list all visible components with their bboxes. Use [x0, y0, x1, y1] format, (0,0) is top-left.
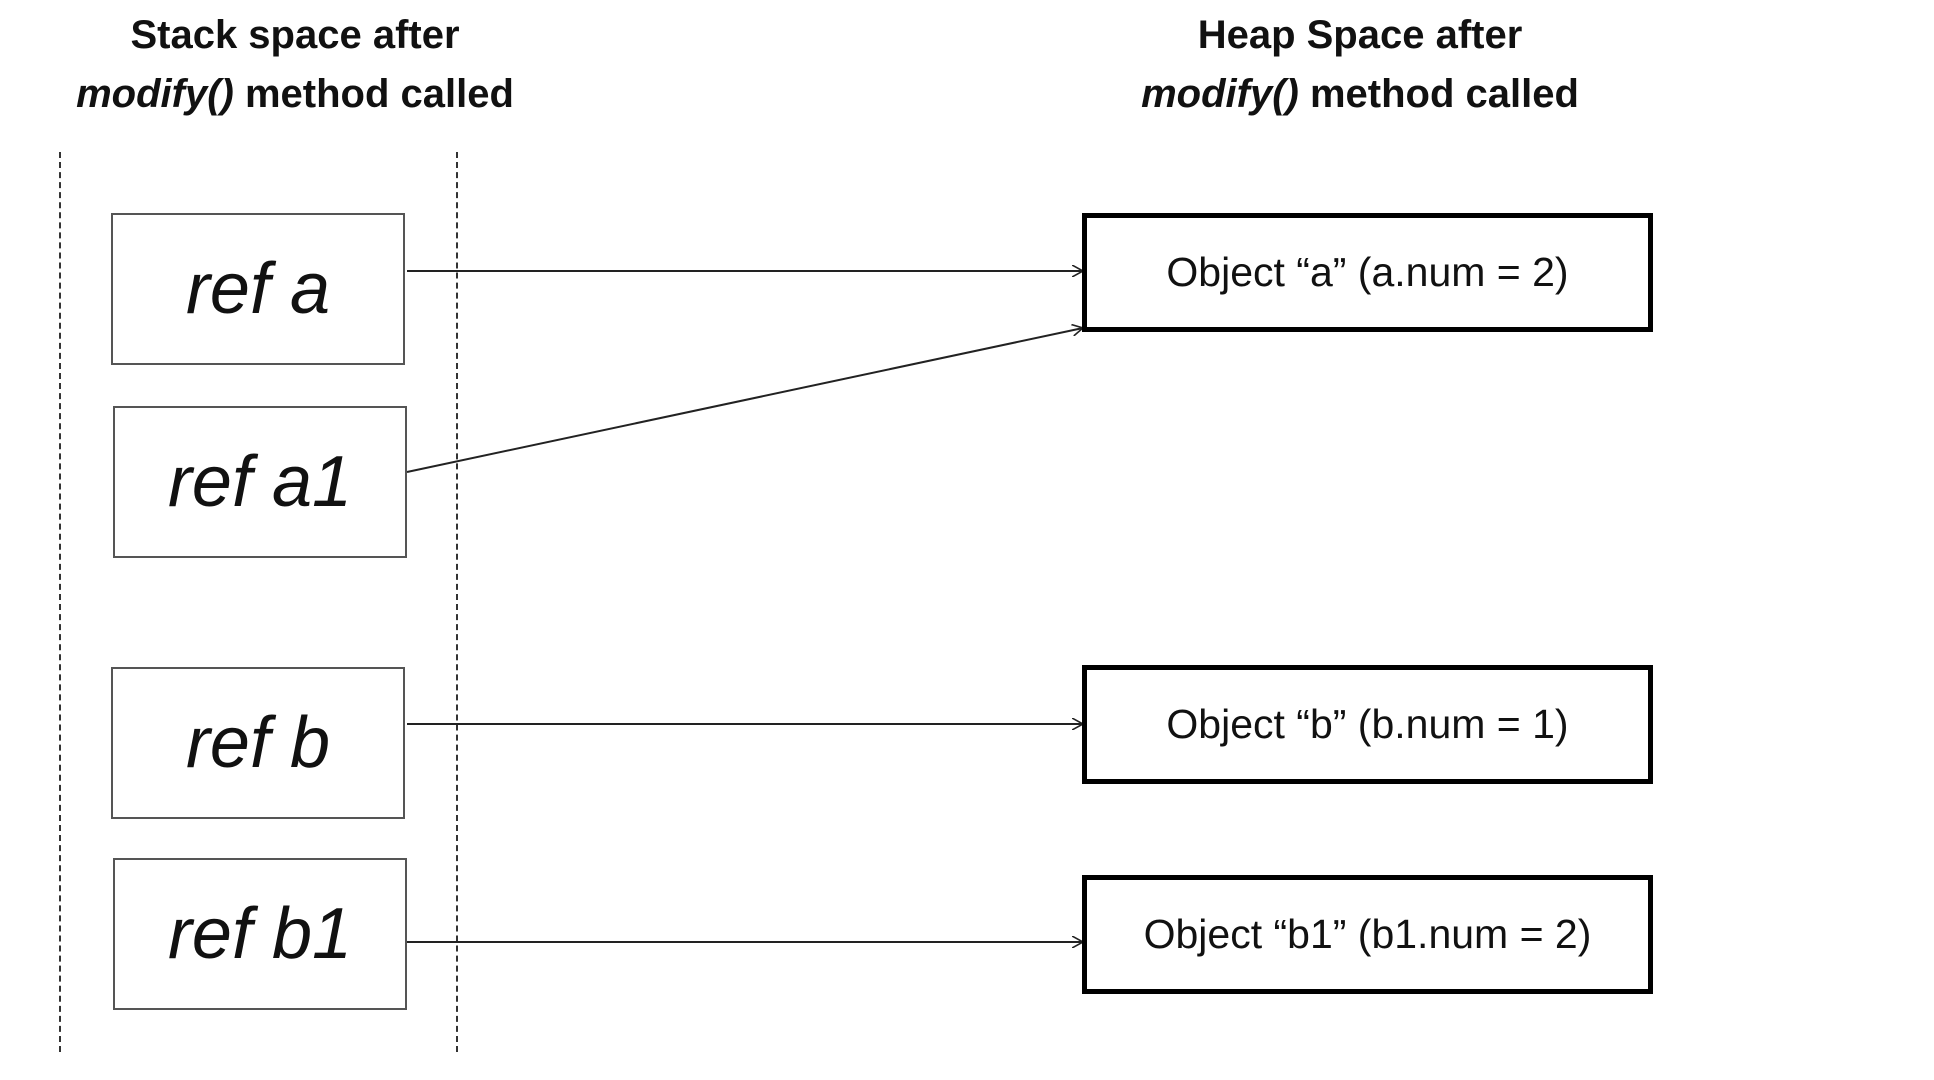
- stack-ref-a1: ref a1: [113, 406, 407, 558]
- heap-object-a-label: Object “a” (a.num = 2): [1166, 249, 1569, 295]
- stack-heading-line1: Stack space after: [130, 13, 460, 57]
- heap-heading-line1: Heap Space after: [1197, 13, 1523, 57]
- heap-object-b1-label: Object “b1” (b1.num = 2): [1143, 911, 1592, 957]
- heap-heading-line2: modify() method called: [1100, 65, 1620, 124]
- stack-ref-b1-label: ref b1: [167, 894, 353, 974]
- arrow-ref-a1-to-object-a: [406, 328, 1083, 473]
- stack-ref-a: ref a: [111, 213, 405, 365]
- stack-heading-suffix: method called: [233, 72, 514, 116]
- stack-left-boundary: [59, 152, 61, 1052]
- heap-space-heading: Heap Space after modify() method called: [1100, 6, 1620, 124]
- stack-space-heading: Stack space after modify() method called: [40, 6, 550, 124]
- stack-ref-a1-label: ref a1: [167, 442, 353, 522]
- stack-heading-method: modify(): [76, 72, 234, 116]
- stack-heading-line2: modify() method called: [40, 65, 550, 124]
- heap-heading-method: modify(): [1141, 72, 1299, 116]
- heap-object-b: Object “b” (b.num = 1): [1082, 665, 1653, 784]
- heap-object-b-label: Object “b” (b.num = 1): [1166, 701, 1569, 747]
- stack-ref-b1: ref b1: [113, 858, 407, 1010]
- stack-ref-b: ref b: [111, 667, 405, 819]
- stack-right-boundary: [456, 152, 458, 1052]
- heap-heading-suffix: method called: [1298, 72, 1579, 116]
- stack-ref-b-label: ref b: [185, 703, 331, 783]
- heap-object-a: Object “a” (a.num = 2): [1082, 213, 1653, 332]
- heap-object-b1: Object “b1” (b1.num = 2): [1082, 875, 1653, 994]
- stack-ref-a-label: ref a: [185, 249, 331, 329]
